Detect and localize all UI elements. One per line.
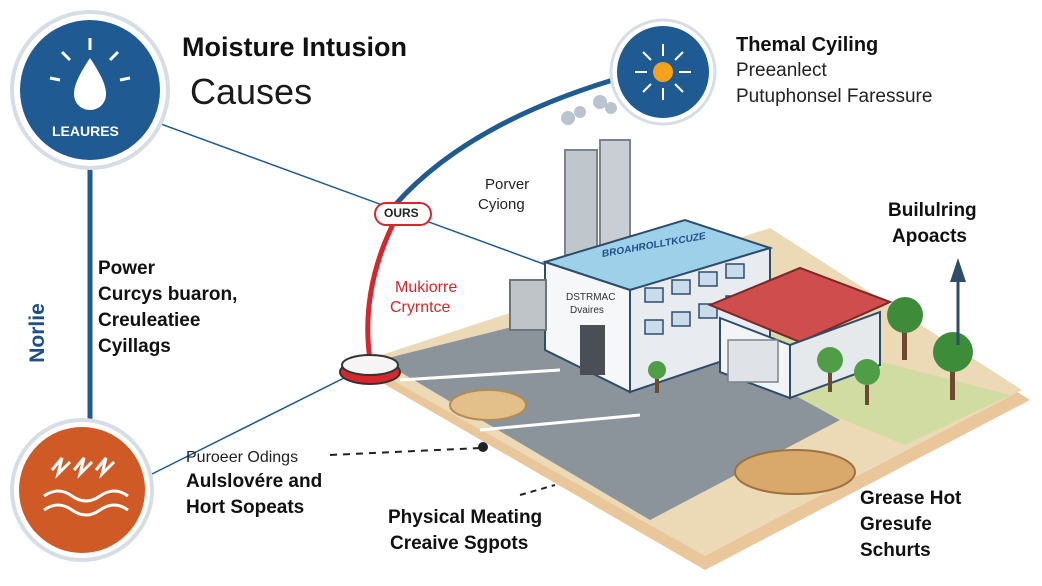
- connector-lines: [87, 72, 631, 496]
- leaks-badge-label: LEAURES: [52, 123, 119, 139]
- heat-badge: [10, 418, 154, 562]
- smokestack-left: [564, 149, 598, 256]
- tree: [887, 297, 923, 360]
- power-odings-line-1: Puroeer Odings: [186, 449, 299, 466]
- physical-meating-line-1: Physical Meating: [388, 507, 543, 528]
- moisture-current-line-2: Cryrntce: [390, 299, 451, 316]
- side-label: Norlie: [25, 303, 49, 363]
- thermal-arc-connector: [393, 72, 631, 207]
- moisture-current-line-1: Mukiorre: [395, 279, 458, 296]
- leaks-connector-line: [149, 119, 561, 271]
- up-arrow-icon: [950, 258, 966, 345]
- factory-door: [580, 325, 605, 375]
- steam-cloud-right: [593, 95, 617, 114]
- power-block-line-2: Creuleatiee: [98, 310, 201, 331]
- tree: [854, 359, 880, 405]
- hot-spot-patch: [449, 389, 527, 421]
- steam-cloud-left: [561, 106, 586, 125]
- factory-door-sign-2: Dvaires: [570, 305, 604, 316]
- sun-icon: [635, 44, 691, 100]
- side-unit: [509, 279, 547, 331]
- building-impacts-line-1: Builulring: [888, 200, 977, 221]
- factory-windows: [644, 263, 745, 335]
- grease-hot-line-1: Grease Hot: [860, 488, 962, 509]
- physical-meating-dashed-line: [519, 484, 556, 496]
- factory-door-sign-1: DSTRMAC: [566, 292, 616, 303]
- grease-spot-patch: [734, 449, 856, 495]
- power-block-title: Power: [98, 258, 156, 279]
- sensor-puck: [339, 354, 401, 385]
- power-cycling-line-2: Cyiong: [478, 196, 525, 213]
- power-odings-line-3: Hort Sopeats: [186, 497, 305, 518]
- smokestack-right: [599, 139, 631, 256]
- grease-hot-line-3: Schurts: [860, 540, 931, 561]
- warehouse-roof: [707, 266, 893, 344]
- tree: [817, 347, 843, 392]
- heat-connector-line: [139, 369, 361, 481]
- title-line-2: Causes: [190, 71, 313, 112]
- tree: [933, 332, 973, 400]
- tree: [648, 361, 666, 393]
- heat-waves-icon: [43, 457, 129, 517]
- power-block-line-1: Curcys buaron,: [98, 284, 238, 305]
- power-odings-dashed-line: [329, 447, 481, 456]
- ours-tag-label: OURS: [384, 206, 419, 220]
- moisture-arc-connector: [365, 218, 398, 361]
- title-line-1: Moisture Intusion: [182, 32, 407, 62]
- power-block-line-3: Cyillags: [98, 336, 171, 357]
- power-odings-line-2: Aulslovére and: [186, 471, 323, 492]
- power-cycling-line-1: Porver: [485, 176, 530, 193]
- thermal-line-2: Putuphonsel Faressure: [736, 86, 933, 107]
- trees: [648, 297, 973, 405]
- water-drop-icon: [49, 38, 131, 110]
- road-markings: [399, 368, 641, 432]
- ours-tag-frame: [374, 202, 432, 226]
- building-impacts-line-2: Apoacts: [892, 226, 967, 247]
- thermal-line-1: Preeanlect: [736, 60, 827, 81]
- paved-road: [380, 300, 840, 520]
- physical-meating-line-2: Creaive Sgpots: [390, 533, 529, 554]
- grease-hot-line-2: Gresufe: [860, 514, 932, 535]
- warehouse-door: [727, 339, 779, 383]
- dot-marker: [478, 442, 488, 452]
- thermal-title: Themal Cyiling: [736, 34, 879, 56]
- smokestacks: [561, 95, 631, 256]
